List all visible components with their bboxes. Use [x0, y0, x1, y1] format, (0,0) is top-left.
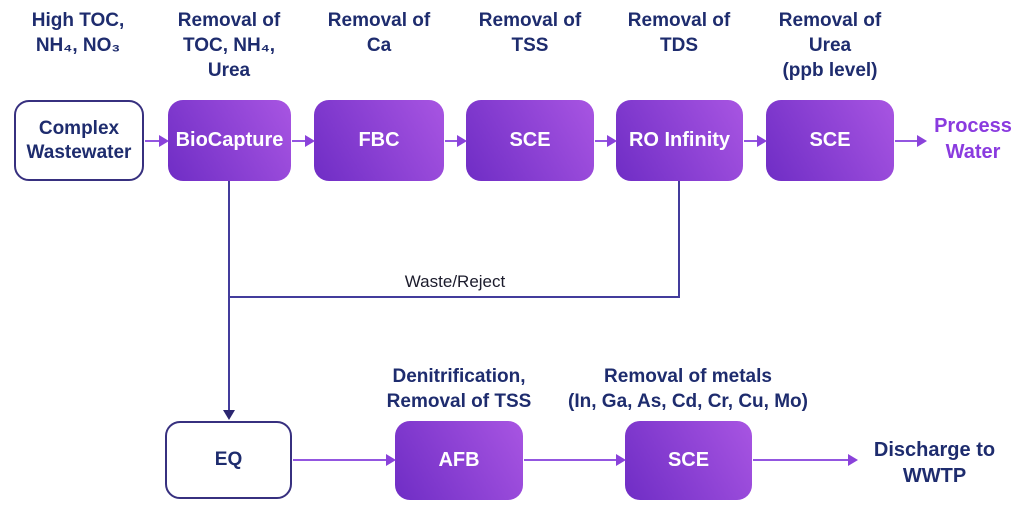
flow-arrow-fbc-to-sce-1	[445, 135, 467, 147]
stage-note-fbc: Removal of Ca	[327, 10, 431, 57]
arrow-right-icon	[607, 135, 617, 147]
flow-arrow-ro-to-sce-2	[744, 135, 767, 147]
flow-arrow-complex-to-biocapture	[145, 135, 169, 147]
waste-reject-label: Waste/Reject	[404, 272, 506, 291]
process-water-label: Process Water	[934, 115, 1012, 163]
arrow-right-icon	[616, 454, 626, 466]
arrow-right-icon	[305, 135, 315, 147]
discharge-wwtp-label: Discharge to WWTP	[873, 439, 996, 487]
stage-box-sce-2: SCE	[766, 100, 894, 181]
stage-box-sce-1: SCE	[466, 100, 594, 181]
arrow-right-icon	[848, 454, 858, 466]
stage-note-biocapture: Removal of TOC, NH₄, Urea	[177, 10, 281, 82]
flow-arrow-afb-to-sce-3	[524, 454, 626, 466]
stage-note-sce-1: Removal of TSS	[478, 10, 582, 57]
stage-note-ro-infinity: Removal of TDS	[627, 10, 731, 57]
stage-box-ro-infinity: RO Infinity	[616, 100, 743, 181]
flow-arrow-to-process-water	[895, 135, 927, 147]
stage-note-sce-2: Removal of Urea (ppb level)	[778, 10, 882, 82]
arrow-right-icon	[159, 135, 169, 147]
stage-note-complex-wastewater: High TOC, NH₄, NO₃	[31, 10, 125, 57]
stage-note-sce-3: Removal of metals (In, Ga, As, Cd, Cr, C…	[568, 366, 808, 413]
stage-box-fbc: FBC	[314, 100, 444, 181]
stage-box-eq: EQ	[165, 421, 292, 499]
flow-arrow-sce-1-to-ro	[595, 135, 617, 147]
arrow-right-icon	[757, 135, 767, 147]
stage-note-afb: Denitrification, Removal of TSS	[386, 366, 532, 413]
arrow-right-icon	[917, 135, 927, 147]
stage-box-complex-wastewater: Complex Wastewater	[14, 100, 144, 181]
waste-line-horizontal	[228, 296, 680, 298]
arrow-right-icon	[386, 454, 396, 466]
waste-line-from-ro-infinity	[678, 181, 680, 298]
flow-arrow-eq-to-afb	[293, 454, 396, 466]
arrow-down-icon	[223, 410, 235, 420]
stage-box-biocapture: BioCapture	[168, 100, 291, 181]
flow-arrow-biocapture-to-fbc	[292, 135, 315, 147]
flow-arrow-to-discharge	[753, 454, 858, 466]
arrow-right-icon	[457, 135, 467, 147]
stage-box-sce-3: SCE	[625, 421, 752, 500]
stage-box-afb: AFB	[395, 421, 523, 500]
